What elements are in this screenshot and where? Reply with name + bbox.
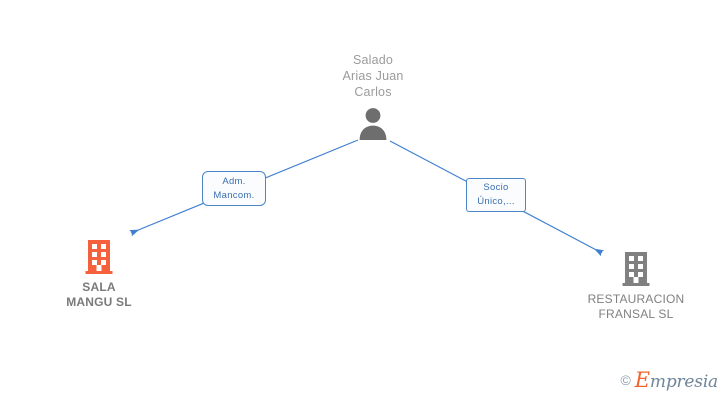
copyright-icon: © (620, 372, 631, 388)
company-name: SALA MANGU SL (66, 280, 132, 309)
person-avatar-icon (359, 108, 387, 140)
building-icon (85, 240, 113, 274)
person-node[interactable]: Salado Arias Juan Carlos (293, 52, 453, 145)
brand-logo: Empresia (635, 368, 718, 392)
company-node-restauracion-fransal[interactable]: RESTAURACION FRANSAL SL (556, 252, 716, 322)
company-name: RESTAURACION FRANSAL SL (587, 292, 685, 321)
relation-label-socio-unico[interactable]: Socio Único,... (466, 178, 526, 212)
company-node-sala-mangu[interactable]: SALA MANGU SL (19, 240, 179, 310)
watermark: © Empresia (620, 368, 718, 392)
building-icon (622, 252, 650, 286)
brand-initial: E (634, 368, 650, 392)
relation-label-adm-mancom[interactable]: Adm. Mancom. (202, 171, 266, 206)
brand-rest: mpresia (649, 372, 718, 392)
person-name: Salado Arias Juan Carlos (342, 53, 404, 99)
